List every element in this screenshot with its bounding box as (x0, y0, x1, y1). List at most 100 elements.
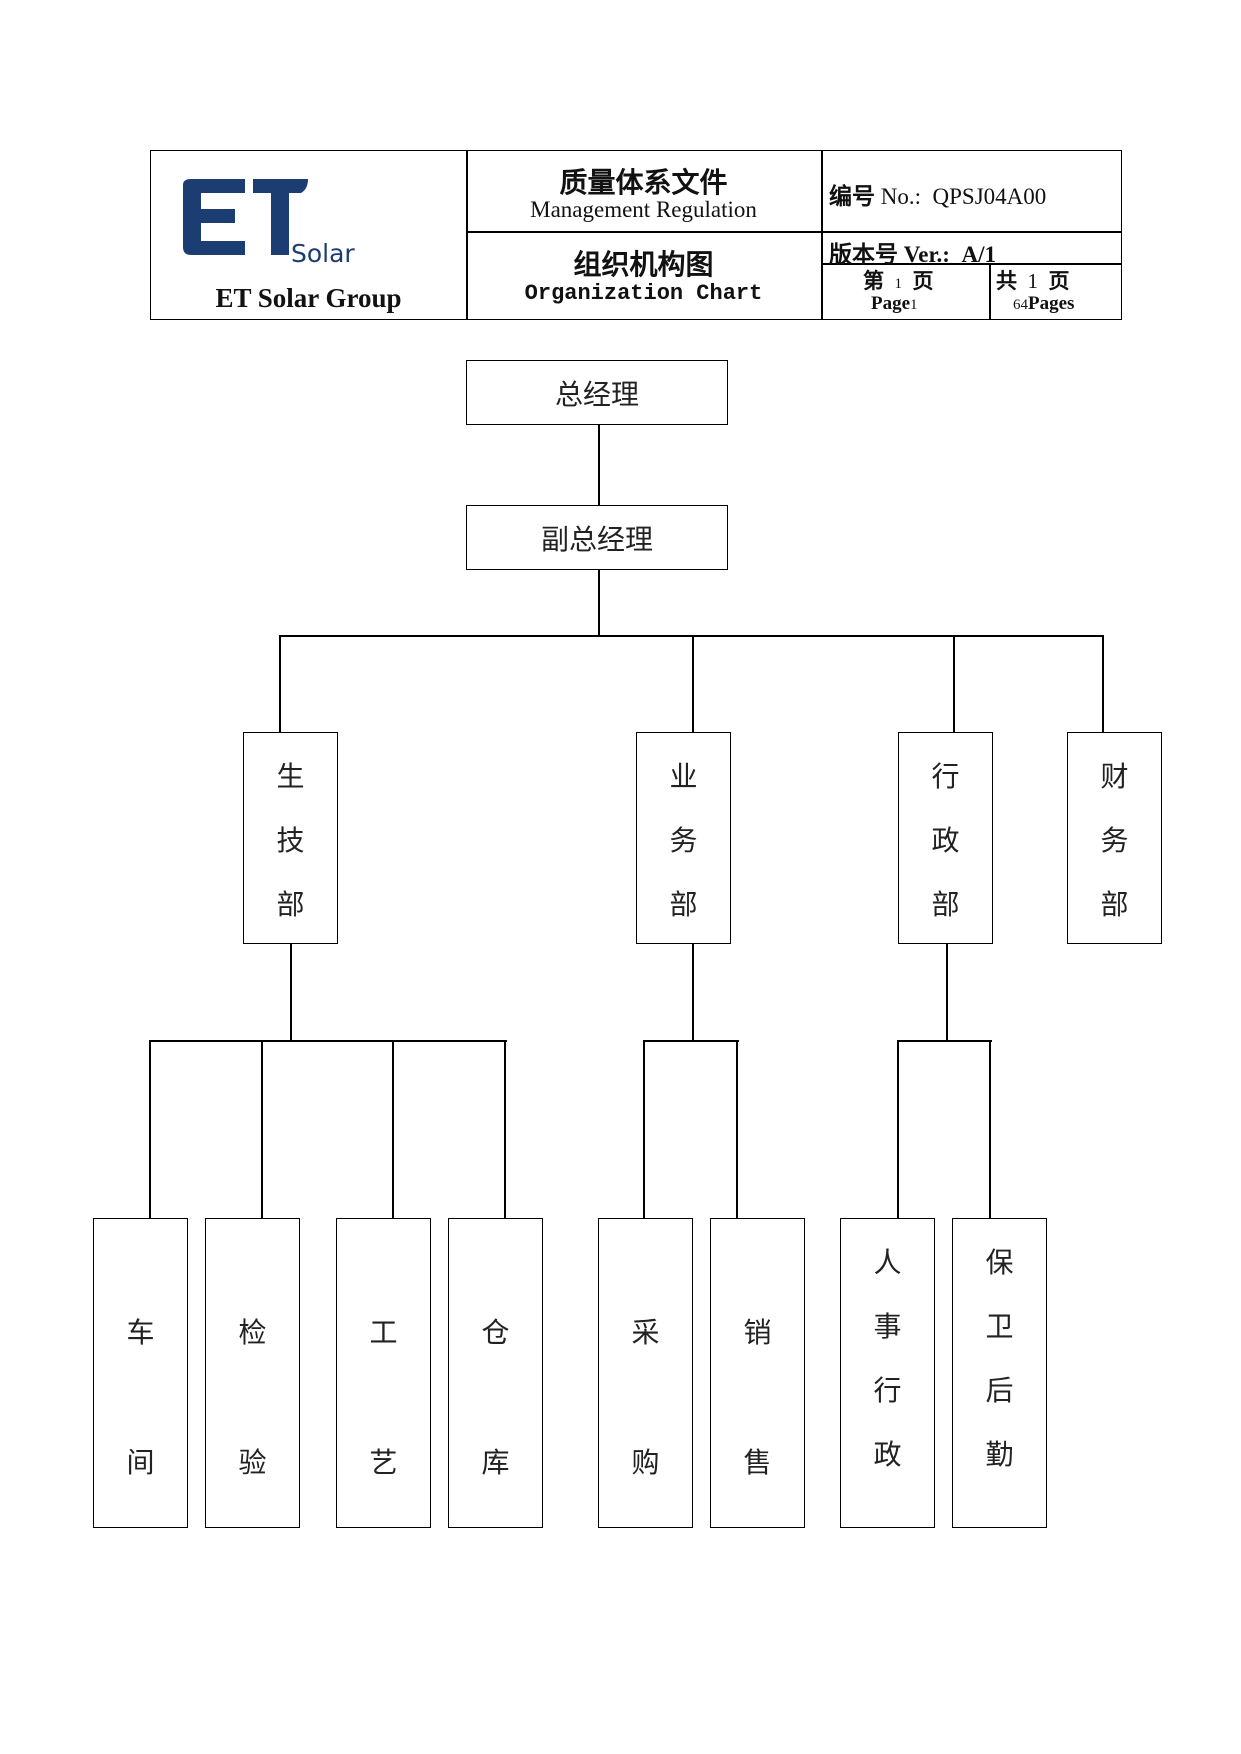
node-unit: 检验 (205, 1218, 300, 1528)
node-unit-char: 工 (369, 1316, 398, 1349)
connector-line (1102, 635, 1104, 733)
node-unit: 采购 (598, 1218, 693, 1528)
node-unit: 车间 (93, 1218, 188, 1528)
node-unit-char: 事 (873, 1310, 902, 1343)
connector-line (643, 1040, 739, 1042)
connector-line (598, 425, 600, 507)
node-department-char: 财 (1100, 760, 1129, 793)
node-unit: 仓库 (448, 1218, 543, 1528)
page-number-cn: 第 1 页 (863, 265, 934, 295)
connector-line (692, 635, 694, 733)
doc-title-cn: 组织机构图 (573, 248, 714, 281)
doc-type-cn: 质量体系文件 (559, 166, 728, 199)
header-divider (466, 151, 468, 319)
node-department-char: 部 (931, 888, 960, 921)
doc-version: 版本号 Ver.: A/1 (829, 235, 996, 269)
node-unit-char: 检 (238, 1316, 267, 1349)
page-en-num: 1 (910, 297, 918, 313)
node-department: 行政部 (898, 732, 993, 944)
connector-line (643, 1040, 645, 1220)
page-cn-suffix: 页 (912, 269, 934, 293)
page-en-label: Page (871, 293, 911, 314)
node-department: 财务部 (1067, 732, 1162, 944)
node-department-char: 务 (669, 824, 698, 857)
connector-line (946, 944, 948, 1041)
doc-no-value: QPSJ04A00 (932, 184, 1047, 209)
node-unit: 保卫后勤 (952, 1218, 1047, 1528)
node-unit-char: 后 (985, 1374, 1014, 1407)
node-unit-char: 间 (126, 1446, 155, 1479)
total-num: 1 (1027, 269, 1039, 293)
connector-line (897, 1040, 899, 1220)
version-label-en: Ver.: (903, 242, 950, 267)
connector-line (279, 635, 1103, 637)
node-unit-char: 勤 (985, 1438, 1014, 1471)
version-value: A/1 (961, 242, 996, 267)
connector-line (149, 1040, 151, 1220)
node-unit-char: 保 (985, 1246, 1014, 1279)
header-divider (821, 263, 1121, 265)
connector-line (504, 1040, 506, 1220)
node-department: 业务部 (636, 732, 731, 944)
node-unit: 人事行政 (840, 1218, 935, 1528)
total-en-label: Pages (1028, 293, 1075, 314)
logo-solar-text: Solar (291, 239, 355, 268)
node-unit-char: 行 (873, 1374, 902, 1407)
node-department-char: 政 (931, 824, 960, 857)
total-cn-prefix: 共 (996, 269, 1017, 293)
connector-line (736, 1040, 738, 1220)
connector-line (279, 635, 281, 733)
connector-line (598, 570, 600, 636)
node-unit: 销售 (710, 1218, 805, 1528)
page-num: 1 (894, 276, 903, 292)
node-department: 生技部 (243, 732, 338, 944)
connector-line (392, 1040, 394, 1220)
node-department-char: 务 (1100, 824, 1129, 857)
node-general-manager: 总经理 (466, 360, 728, 425)
node-unit-char: 艺 (369, 1446, 398, 1479)
node-department-char: 行 (931, 760, 960, 793)
node-department-char: 部 (669, 888, 698, 921)
total-pages-en: 64Pages (1013, 293, 1074, 315)
header-divider (466, 231, 1121, 233)
node-department-char: 技 (276, 824, 305, 857)
node-unit-char: 库 (481, 1446, 510, 1479)
node-unit-char: 卫 (985, 1310, 1014, 1343)
node-unit-char: 验 (238, 1446, 267, 1479)
node-unit-char: 采 (631, 1316, 660, 1349)
header-divider (989, 263, 991, 319)
node-unit-char: 车 (126, 1316, 155, 1349)
connector-line (692, 944, 694, 1041)
connector-line (897, 1040, 992, 1042)
total-cn-suffix: 页 (1048, 269, 1070, 293)
company-name: ET Solar Group (215, 283, 402, 313)
logo-cell: Solar ET Solar Group (151, 151, 466, 319)
header-divider (821, 151, 823, 319)
node-unit-char: 购 (631, 1446, 660, 1479)
node-department-char: 部 (1100, 888, 1129, 921)
node-unit-char: 仓 (481, 1316, 510, 1349)
node-unit-char: 售 (743, 1446, 772, 1479)
page-number-en: Page1 (871, 293, 918, 315)
node-unit-char: 政 (873, 1438, 902, 1471)
connector-line (149, 1040, 507, 1042)
doc-type-en: Management Regulation (530, 197, 757, 222)
node-department-char: 部 (276, 888, 305, 921)
node-department-char: 生 (276, 760, 305, 793)
connector-line (290, 944, 292, 1041)
doc-title-en: Organization Chart (524, 281, 763, 306)
total-pages-cn: 共 1 页 (996, 265, 1070, 295)
node-unit-char: 人 (873, 1246, 902, 1279)
node-unit-char: 销 (743, 1316, 772, 1349)
doc-no-label: 编号 (829, 184, 875, 210)
node-deputy-general-manager: 副总经理 (466, 505, 728, 570)
connector-line (953, 635, 955, 733)
et-solar-logo-icon (183, 179, 308, 255)
total-en-num: 64 (1013, 297, 1028, 313)
doc-no-label-en: No.: (880, 184, 921, 209)
node-department-char: 业 (669, 760, 698, 793)
doc-number: 编号 No.: QPSJ04A00 (829, 177, 1046, 211)
page-cn-prefix: 第 (863, 269, 884, 293)
connector-line (989, 1040, 991, 1220)
